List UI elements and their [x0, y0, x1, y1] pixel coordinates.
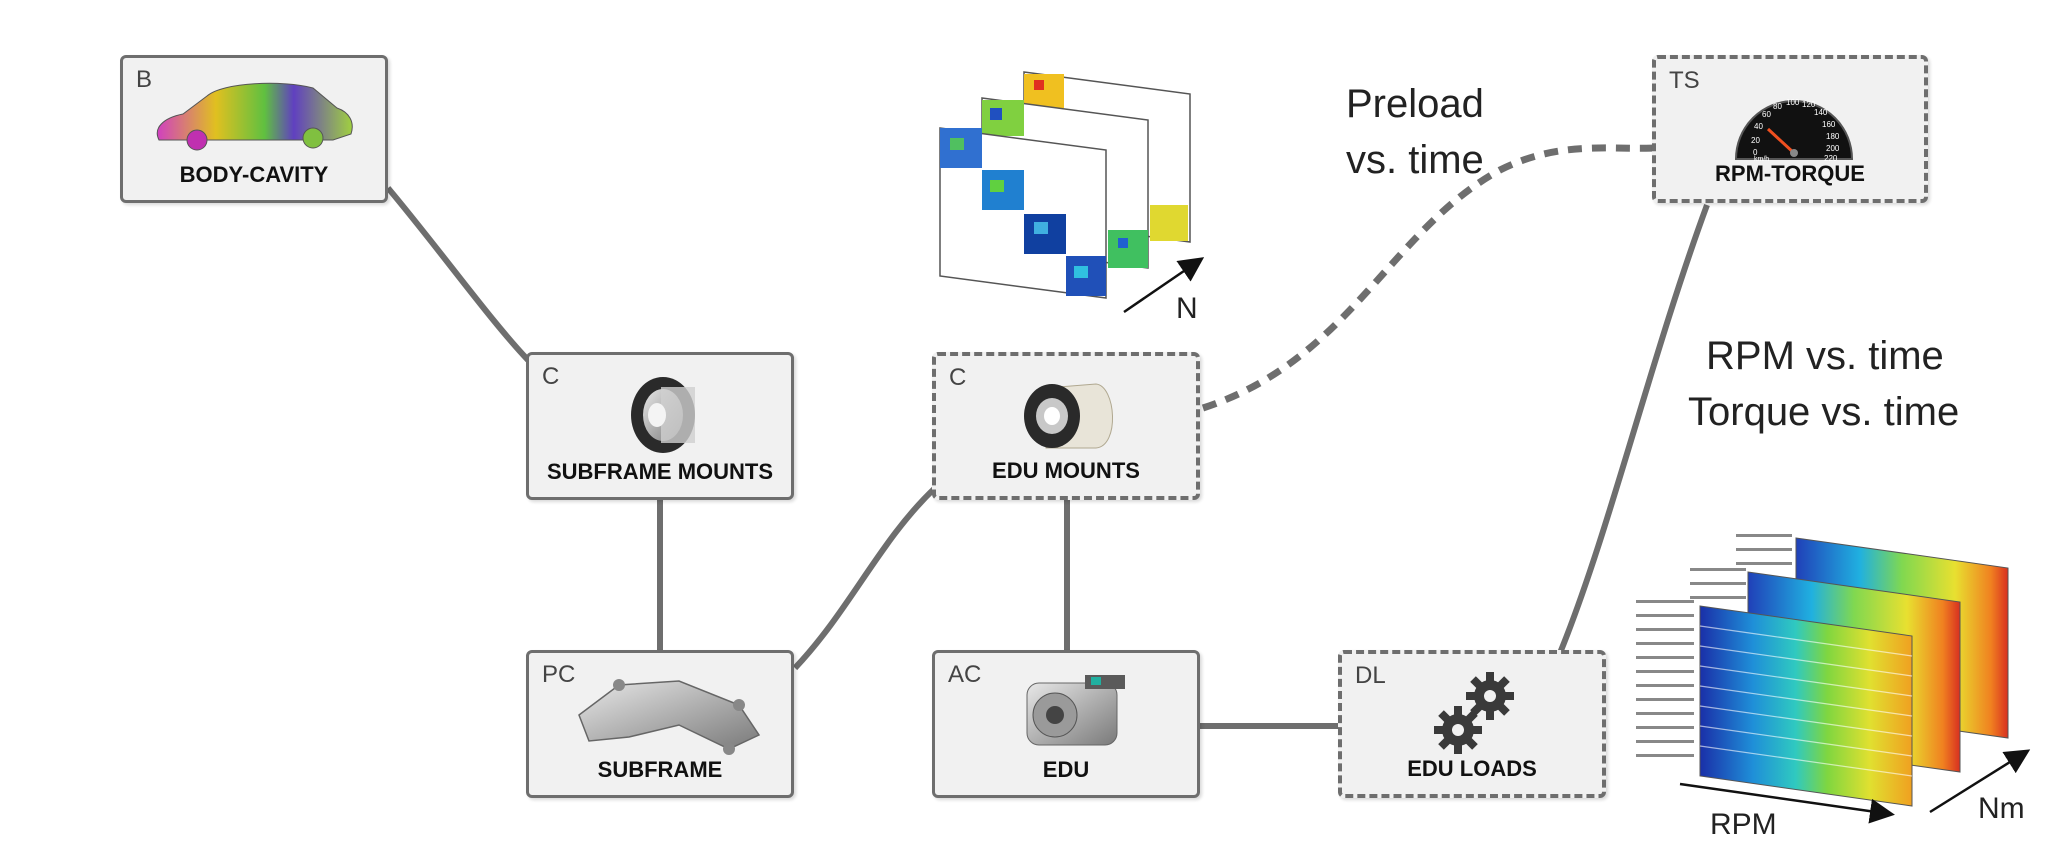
rpm-axis-label: RPM	[1710, 808, 1777, 841]
node-rpm-torque[interactable]: TS 0 20 40 60 80 100 120 140 160 180 200…	[1652, 55, 1928, 203]
rpm-vs-time-label: RPM vs. time	[1706, 334, 1944, 378]
subframe-icon	[578, 679, 761, 755]
nm-axis-label: Nm	[1978, 792, 2025, 825]
speedometer-tick: 80	[1773, 102, 1782, 111]
node-label: SUBFRAME MOUNTS	[546, 459, 774, 484]
stiffness-matrix-stack	[939, 71, 1205, 314]
mount-icon	[1024, 383, 1113, 449]
preload-label-line1: Preload	[1346, 82, 1484, 126]
electric-drive-unit-icon	[1026, 675, 1125, 746]
node-label: EDU	[1042, 757, 1090, 782]
rpm-axis-arrow	[1679, 782, 1895, 824]
n-axis-arrow	[1123, 257, 1205, 314]
speedometer-unit: km/h	[1754, 156, 1769, 163]
speedometer-tick: 20	[1751, 136, 1760, 145]
car-body-icon	[156, 82, 353, 151]
node-label: RPM-TORQUE	[1715, 161, 1865, 186]
node-tag: C	[542, 363, 560, 390]
node-tag: AC	[948, 661, 982, 688]
node-subframe[interactable]: PC SUBFRAME	[526, 650, 794, 798]
node-label: EDU LOADS	[1407, 756, 1537, 781]
node-tag: PC	[542, 661, 576, 688]
speedometer-tick: 120	[1802, 100, 1816, 109]
speedometer-tick: 60	[1762, 110, 1771, 119]
speedometer-tick: 0	[1753, 148, 1758, 157]
speedometer-icon: 0 20 40 60 80 100 120 140 160 180 200 22…	[1734, 98, 1854, 163]
connector-edu-loads-to-rpm-torque	[1557, 203, 1710, 655]
speedometer-tick: 160	[1822, 120, 1836, 129]
connectors	[385, 144, 1710, 729]
nm-axis-arrow	[1929, 749, 2031, 814]
node-edu[interactable]: AC EDU	[932, 650, 1200, 798]
connector-body-to-subframe-mounts	[385, 186, 531, 363]
node-label: SUBFRAME	[597, 757, 723, 782]
speedometer-tick: 40	[1754, 122, 1763, 131]
node-subframe-mounts[interactable]: C SUBFRAME MOUNTS	[526, 352, 794, 500]
preload-label-line2: vs. time	[1346, 138, 1484, 182]
node-edu-loads[interactable]: DL EDU LOADS	[1338, 650, 1606, 798]
speedometer-tick: 180	[1826, 132, 1840, 141]
gears-icon	[1434, 672, 1514, 754]
speedometer-tick: 200	[1826, 144, 1840, 153]
speedometer-tick: 220	[1824, 154, 1838, 163]
speedometer-tick: 100	[1786, 98, 1800, 107]
node-label: BODY-CAVITY	[179, 162, 329, 187]
node-label: EDU MOUNTS	[992, 458, 1140, 483]
node-tag: B	[136, 66, 153, 93]
node-tag: C	[949, 364, 967, 391]
bushing-icon	[631, 377, 695, 453]
time-series-heatmap-stack	[1636, 534, 2031, 824]
matrix-sheet-front	[939, 127, 1107, 299]
n-axis-label: N	[1176, 292, 1198, 325]
node-edu-mounts[interactable]: C EDU MOUNTS	[932, 352, 1200, 500]
node-body-cavity[interactable]: B BODY-CAVITY	[120, 55, 388, 203]
torque-vs-time-label: Torque vs. time	[1688, 390, 1960, 434]
speedometer-needle	[1766, 127, 1796, 155]
node-tag: TS	[1669, 67, 1700, 94]
heatmap-sheet-front	[1699, 605, 1913, 807]
speedometer-tick: 140	[1814, 108, 1828, 117]
connector-subframe-to-edu-mounts	[792, 485, 938, 671]
connector-edu-mounts-to-rpm-torque-dashed	[1201, 144, 1656, 412]
node-tag: DL	[1355, 662, 1386, 689]
